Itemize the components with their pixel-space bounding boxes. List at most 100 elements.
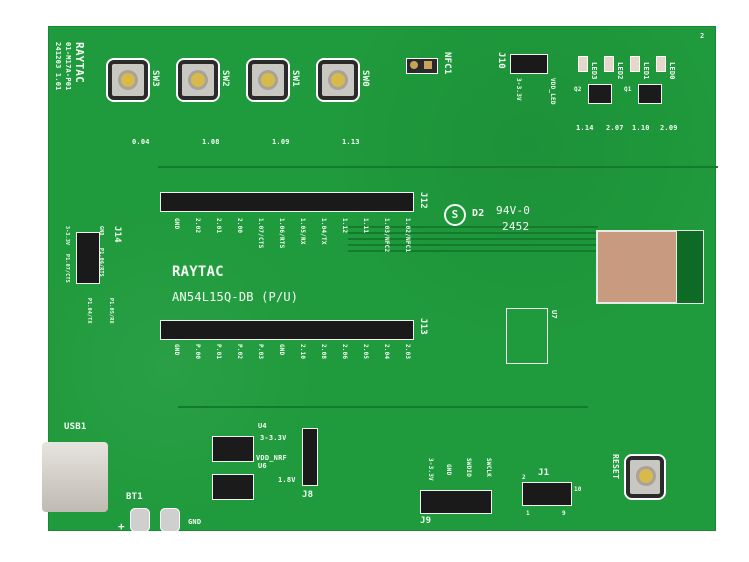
part-code: 01-M17A-P01 bbox=[64, 42, 72, 91]
j13-pin-7: 2.10 bbox=[299, 344, 306, 360]
transistor-q2 bbox=[588, 84, 612, 104]
battery-label: BT1 bbox=[126, 492, 143, 502]
j9-swd-header[interactable] bbox=[420, 490, 492, 514]
nfc-connector bbox=[406, 58, 438, 74]
j1-pin-9: 9 bbox=[562, 510, 566, 517]
j8-option-2: VDD_NRF bbox=[256, 454, 287, 462]
j8-option-3: 1.8V bbox=[278, 476, 296, 484]
usb-label: USB1 bbox=[64, 422, 87, 432]
battery-plus: + bbox=[118, 520, 125, 533]
j14-pin-right-2: P1.06/RTS bbox=[98, 248, 104, 277]
led-net-3: 1.10 bbox=[632, 124, 650, 132]
led2-label: LED2 bbox=[616, 62, 624, 80]
sw0-net: 1.13 bbox=[342, 138, 360, 146]
led-net-2: 2.07 bbox=[606, 124, 624, 132]
j14-pin-right-3: P1.05/RX bbox=[108, 298, 114, 324]
j10-jumper[interactable] bbox=[510, 54, 548, 74]
j13-header[interactable] bbox=[160, 320, 414, 340]
battery-pad-gnd bbox=[160, 508, 180, 532]
led3 bbox=[578, 56, 588, 72]
led-net-4: 2.09 bbox=[660, 124, 678, 132]
j14-pin-left-1: 3-3.3V bbox=[64, 226, 70, 246]
u4-label: U4 bbox=[258, 422, 267, 430]
j1-pin-1: 1 bbox=[526, 510, 530, 517]
d2-label: D2 bbox=[472, 208, 485, 219]
j13-pin-2: P.00 bbox=[194, 344, 201, 360]
usb-c-connector[interactable] bbox=[42, 442, 108, 512]
j13-pin-1: GND bbox=[173, 344, 180, 356]
j13-pin-11: 2.04 bbox=[383, 344, 390, 360]
u7-footprint bbox=[506, 308, 548, 364]
transistor-q1 bbox=[638, 84, 662, 104]
raytac-logo: RAYTAC bbox=[172, 264, 224, 280]
ul-cert-icon: S bbox=[444, 204, 466, 226]
sw2-net: 1.08 bbox=[202, 138, 220, 146]
revision-text: 241203 1.01 bbox=[54, 42, 62, 91]
q1-label: Q1 bbox=[624, 86, 632, 93]
switch-sw2[interactable] bbox=[178, 60, 218, 100]
sw3-label: SW3 bbox=[150, 70, 160, 87]
j13-label: J13 bbox=[418, 318, 428, 335]
led-net-1: 1.14 bbox=[576, 124, 594, 132]
j12-pin-10: 1.11 bbox=[362, 218, 369, 234]
j12-pin-4: 2.00 bbox=[236, 218, 243, 234]
j13-pin-4: P.02 bbox=[236, 344, 243, 360]
j1-pin-2: 2 bbox=[522, 474, 526, 481]
trace bbox=[348, 226, 598, 228]
pcb-board: RAYTAC 01-M17A-P01 241203 1.01 2 SW3 0.0… bbox=[42, 26, 718, 533]
j12-pin-12: 1.02/NFC1 bbox=[404, 218, 411, 253]
nfc-label: NFC1 bbox=[442, 52, 452, 75]
j14-label: J14 bbox=[112, 226, 122, 243]
j12-pin-2: 2.02 bbox=[194, 218, 201, 234]
rating-text: 94V-0 bbox=[496, 204, 531, 217]
u6-label: U6 bbox=[258, 462, 267, 470]
led2 bbox=[604, 56, 614, 72]
j8-power-select[interactable] bbox=[302, 428, 318, 486]
sw0-label: SW0 bbox=[360, 70, 370, 87]
regulator-u4 bbox=[212, 436, 254, 462]
switch-sw3[interactable] bbox=[108, 60, 148, 100]
j9-pin-4: SWCLK bbox=[485, 458, 492, 478]
j12-pin-6: 1.06/RTS bbox=[278, 218, 285, 249]
j1-debug-header[interactable] bbox=[522, 482, 572, 506]
bluetooth-module bbox=[596, 230, 678, 304]
j12-pin-5: 1.07/CTS bbox=[257, 218, 264, 249]
j10-pin-label-2: VDD_LED bbox=[549, 78, 556, 105]
j9-label: J9 bbox=[420, 516, 432, 526]
switch-sw0[interactable] bbox=[318, 60, 358, 100]
led1 bbox=[630, 56, 640, 72]
sw1-net: 1.09 bbox=[272, 138, 290, 146]
trace bbox=[348, 232, 598, 234]
j13-pin-8: 2.08 bbox=[320, 344, 327, 360]
j13-pin-6: GND bbox=[278, 344, 285, 356]
j1-pin-10: 10 bbox=[574, 486, 582, 493]
trace bbox=[348, 238, 598, 240]
reset-label: RESET bbox=[611, 454, 620, 480]
j12-pin-8: 1.04/TX bbox=[320, 218, 327, 245]
j14-jumper[interactable] bbox=[76, 232, 100, 284]
j13-pin-9: 2.06 bbox=[341, 344, 348, 360]
j14-pin-left-2: P1.07/CTS bbox=[64, 254, 70, 283]
j12-label: J12 bbox=[418, 192, 428, 209]
j12-header[interactable] bbox=[160, 192, 414, 212]
switch-sw1[interactable] bbox=[248, 60, 288, 100]
corner-mark: 2 bbox=[700, 32, 705, 40]
j1-label: J1 bbox=[538, 468, 550, 478]
battery-pad-plus bbox=[130, 508, 150, 532]
j9-pin-2: GND bbox=[445, 464, 452, 476]
trace bbox=[178, 406, 588, 408]
j13-pin-10: 2.05 bbox=[362, 344, 369, 360]
j10-pin-label-1: 3-3.3V bbox=[515, 78, 522, 101]
reset-button[interactable] bbox=[626, 456, 664, 498]
j12-pin-11: 1.03/NFC2 bbox=[383, 218, 390, 253]
trace bbox=[348, 250, 598, 252]
j12-pin-3: 2.01 bbox=[215, 218, 222, 234]
u7-label: U7 bbox=[550, 310, 558, 319]
j13-pin-12: 2.03 bbox=[404, 344, 411, 360]
j9-pin-3: SWDIO bbox=[465, 458, 472, 478]
date-code: 2452 bbox=[502, 220, 530, 233]
j12-pin-7: 1.05/RX bbox=[299, 218, 306, 245]
battery-gnd: GND bbox=[188, 518, 202, 526]
led3-label: LED3 bbox=[590, 62, 598, 80]
j13-pin-5: P.03 bbox=[257, 344, 264, 360]
